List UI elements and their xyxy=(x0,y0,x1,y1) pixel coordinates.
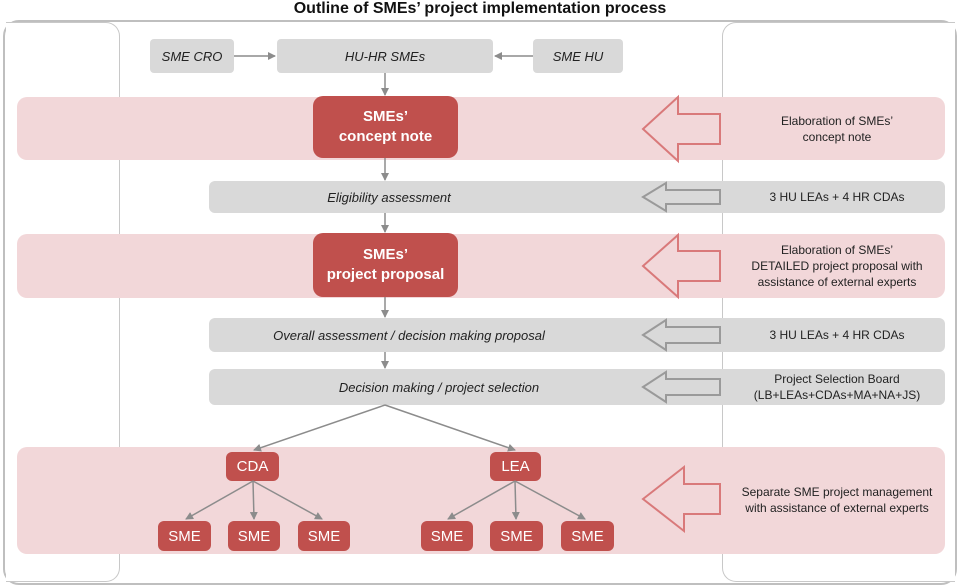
arrow-lea-sme-2 xyxy=(511,480,520,520)
overall-assessment-bar: Overall assessment / decision making pro… xyxy=(209,318,945,352)
block-arrow-proposal xyxy=(641,232,721,300)
eligibility-actors: 3 HU LEAs + 4 HR CDAs xyxy=(769,190,905,204)
overall-assessment-actors: 3 HU LEAs + 4 HR CDAs xyxy=(769,328,905,342)
sme-box: SME xyxy=(228,521,280,551)
sme-box: SME xyxy=(490,521,543,551)
sme-cro-box: SME CRO xyxy=(150,39,234,73)
block-arrow-overall xyxy=(641,318,721,352)
overall-assessment-label: Overall assessment / decision making pro… xyxy=(273,327,545,343)
decision-making-bar: Decision making / project selection xyxy=(209,369,945,405)
eligibility-bar: Eligibility assessment xyxy=(209,181,945,213)
concept-note-box: SMEs’ concept note xyxy=(313,96,458,158)
sme-box: SME xyxy=(158,521,211,551)
arrow-cda-sme-3 xyxy=(252,480,323,520)
band-project-proposal xyxy=(17,234,945,298)
eligibility-label: Eligibility assessment xyxy=(327,189,451,205)
block-arrow-decision xyxy=(641,370,721,404)
band-concept-note xyxy=(17,97,945,160)
sme-box: SME xyxy=(421,521,473,551)
arrow-to-lea xyxy=(384,404,516,452)
proposal-description: Elaboration of SMEs’ DETAILED project pr… xyxy=(751,243,923,289)
arrow-to-cda xyxy=(253,404,386,452)
sme-box: SME xyxy=(561,521,614,551)
page-title: Outline of SMEs’ project implementation … xyxy=(293,0,667,17)
decision-making-label: Decision making / project selection xyxy=(338,379,540,395)
decision-making-actors: Project Selection Board (LB+LEAs+CDAs+MA… xyxy=(753,372,921,402)
management-description: Separate SME project management with ass… xyxy=(741,485,933,515)
cda-box: CDA xyxy=(226,452,279,481)
arrow-lea-sme-3 xyxy=(514,480,586,520)
lea-box: LEA xyxy=(490,452,541,481)
arrow-lea-sme-1 xyxy=(447,480,516,520)
block-arrow-eligibility xyxy=(641,181,721,213)
project-proposal-box: SMEs’ project proposal xyxy=(313,233,458,297)
block-arrow-management xyxy=(641,464,721,534)
hu-hr-smes-box: HU-HR SMEs xyxy=(277,39,493,73)
block-arrow-concept-note xyxy=(641,94,721,164)
diagram-frame xyxy=(3,20,957,585)
arrow-cda-sme-2 xyxy=(249,480,258,520)
concept-note-description: Elaboration of SMEs’ concept note xyxy=(780,113,894,144)
sme-box: SME xyxy=(298,521,350,551)
arrow-cda-sme-1 xyxy=(185,480,254,520)
sme-hu-box: SME HU xyxy=(533,39,623,73)
